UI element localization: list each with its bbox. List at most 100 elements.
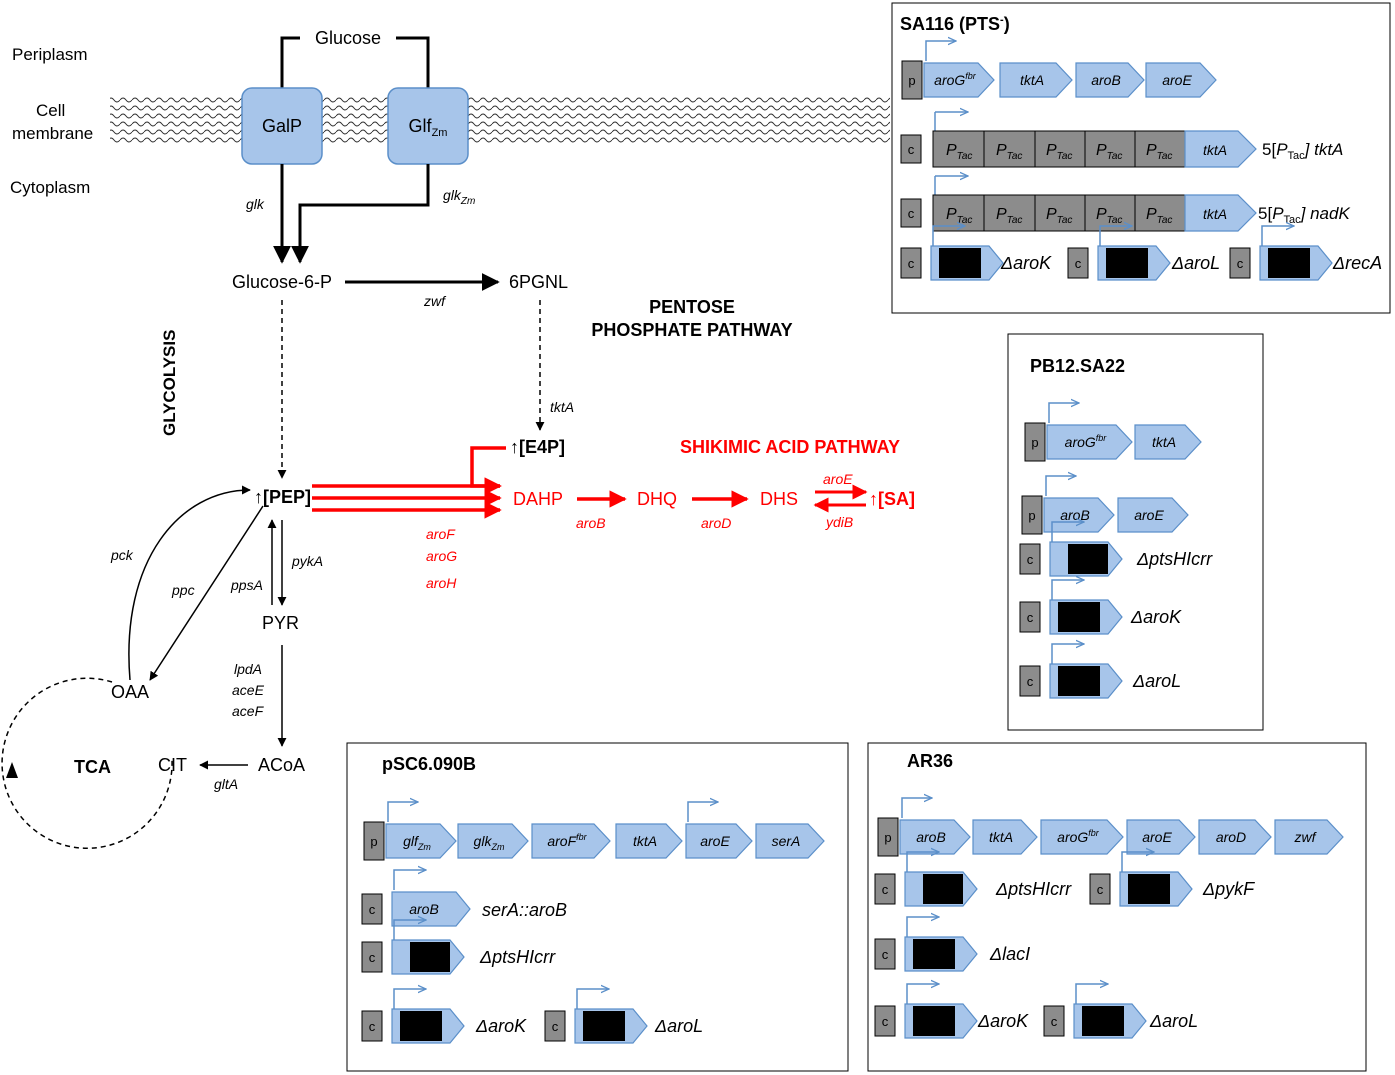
glf-to-g6p-arrow — [291, 164, 430, 264]
gene-tkta — [1134, 424, 1202, 460]
deletion-label: ΔaroK — [1130, 607, 1182, 627]
marker-label: c — [1075, 256, 1082, 271]
ptac-tkta-label: 5[PTac] tktA — [1262, 140, 1343, 162]
ptac-box-2 — [983, 194, 1036, 232]
deletion-label: ΔaroL — [1132, 671, 1181, 691]
gene-label: zwf — [1294, 829, 1318, 845]
promoter-arrow — [1048, 403, 1079, 423]
promoter-arrow — [906, 917, 939, 937]
chromosome-marker — [1089, 873, 1111, 905]
promoter-arrow — [1099, 226, 1132, 246]
chromosome-marker — [874, 1005, 896, 1037]
chromosome-marker — [361, 941, 383, 973]
chromosome-marker — [544, 1010, 566, 1042]
strain-title-ar36: AR36 — [907, 751, 953, 771]
tca-cycle — [1, 677, 173, 850]
marker-label: p — [1031, 435, 1038, 450]
oaa-label: OAA — [111, 682, 149, 702]
gene-tkta — [1184, 130, 1257, 168]
ptac-label-5: PTac — [1146, 142, 1172, 162]
promoter-arrow — [901, 798, 932, 818]
marker-label: c — [882, 1014, 889, 1029]
marker-label: p — [370, 834, 377, 849]
gene-arob — [1075, 62, 1145, 98]
marker-label: c — [369, 950, 376, 965]
deletion-label: ΔaroK — [1000, 253, 1052, 273]
chromosome-marker-label: c — [908, 206, 915, 221]
chromosome-marker — [1043, 1005, 1065, 1037]
gene-arob — [1043, 497, 1115, 533]
promoter-arrow — [932, 226, 965, 246]
sa-label: ↑[SA] — [869, 489, 915, 509]
lpda-label: lpdA — [234, 661, 262, 677]
pyka-label: pykA — [291, 553, 323, 569]
deletion-label: ΔrecA — [1332, 253, 1382, 273]
aroe-path-label: aroE — [823, 471, 853, 487]
gene-label: aroE — [700, 833, 730, 849]
ptac-cassette-row-2: c PTac PTac PTac PTac PTac tktA 5[PTac] … — [900, 176, 1350, 232]
glucose-to-galp-line — [280, 36, 300, 88]
ptac-label-3: PTac — [1046, 142, 1072, 162]
dhs-label: DHS — [760, 489, 798, 509]
promoter-arrow — [906, 852, 939, 872]
deletion-label: ΔptsHIcrr — [1136, 549, 1213, 569]
marker-label: p — [884, 830, 891, 845]
cytoplasm-label: Cytoplasm — [10, 178, 90, 197]
deletion-label: ΔptsHIcrr — [995, 879, 1072, 899]
galp-label: GalP — [262, 116, 302, 136]
chromosome-marker-label: c — [908, 142, 915, 157]
periplasm-label: Periplasm — [12, 45, 88, 64]
gene-label: aroB — [916, 829, 946, 845]
ptac-cassette-row-1: c PTac PTac PTac PTac PTac tktA 5[PTac] … — [900, 112, 1343, 168]
chromosome-marker — [874, 873, 896, 905]
chromosome-marker — [900, 247, 922, 279]
pep-to-oaa-arrow — [149, 505, 264, 681]
deletion-block — [913, 1006, 955, 1036]
glycolysis-title: GLYCOLYSIS — [160, 330, 179, 436]
aroh-label: aroH — [426, 575, 457, 591]
acoa-label: ACoA — [258, 755, 305, 775]
gene-arog — [1046, 424, 1133, 460]
ydib-label: ydiB — [825, 514, 853, 530]
marker-label: c — [369, 1019, 376, 1034]
marker-label: p — [1028, 508, 1035, 523]
ptac-label-2: PTac — [996, 206, 1022, 226]
acee-label: aceE — [232, 682, 265, 698]
arob-path-label: aroB — [576, 515, 606, 531]
gene-tkta — [1184, 194, 1257, 232]
marker-label: c — [1027, 552, 1034, 567]
glk-label: glk — [246, 196, 265, 212]
dhq-label: DHQ — [637, 489, 677, 509]
marker-label: c — [1027, 610, 1034, 625]
6pgnl-label: 6PGNL — [509, 272, 568, 292]
gene-zwf — [1274, 819, 1344, 855]
deletion-block — [939, 248, 981, 278]
arof-label: aroF — [426, 526, 456, 542]
gene-label: tktA — [1020, 72, 1044, 88]
ptac-box-1 — [932, 130, 985, 168]
gene-aroe — [1145, 62, 1217, 98]
gene-tkta — [972, 819, 1038, 855]
plasmid-marker — [877, 817, 899, 857]
gene-label: aroE — [1162, 72, 1192, 88]
marker-label: c — [1051, 1014, 1058, 1029]
ptac-box-4 — [1084, 130, 1136, 168]
gene-label: aroE — [1142, 829, 1172, 845]
pep-label: ↑[PEP] — [254, 487, 311, 507]
chromosome-marker — [1019, 601, 1041, 633]
glucose-label: Glucose — [315, 28, 381, 48]
tkta-pp-label: tktA — [550, 399, 574, 415]
deletion-label: ΔaroK — [475, 1016, 527, 1036]
tca-cycle-arrowhead — [6, 762, 18, 778]
